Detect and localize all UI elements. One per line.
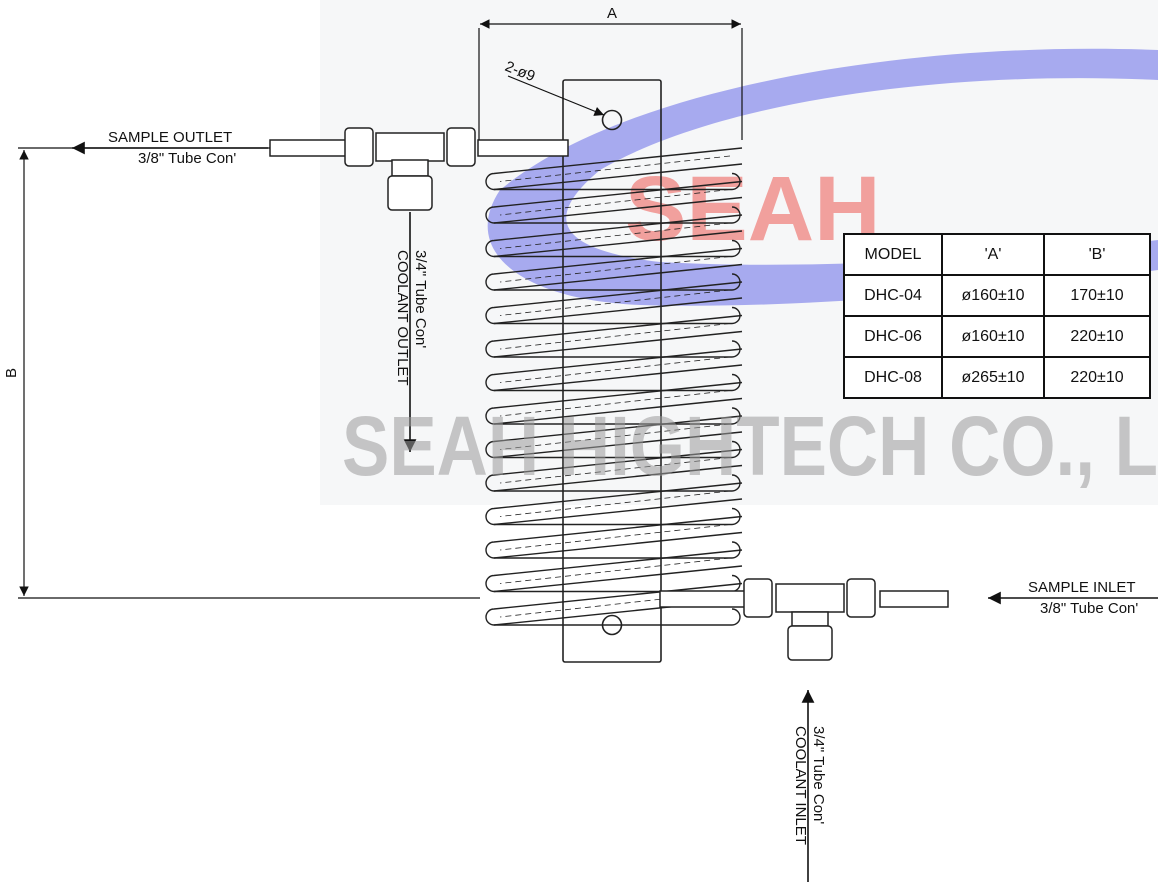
sample-outlet-name: SAMPLE OUTLET	[108, 129, 232, 146]
spec-table-header: MODEL 'A' 'B'	[843, 233, 1151, 276]
coil-turn	[485, 281, 743, 325]
coil-bend	[731, 608, 741, 626]
coil-centerline	[499, 256, 731, 283]
coil-centerline	[499, 457, 731, 484]
dimension-b-label: B	[3, 368, 20, 378]
mounting-hole-top	[601, 109, 623, 131]
coil-centerline	[499, 289, 731, 316]
sample-inlet-size: 3/8" Tube Con'	[1040, 600, 1138, 617]
coil-turn-edge	[493, 297, 743, 325]
cell-a: ø160±10	[941, 274, 1045, 317]
coil-centerline	[499, 524, 731, 551]
coil-centerline	[499, 323, 731, 350]
cell-model: DHC-06	[843, 315, 943, 358]
coil-turn	[485, 314, 743, 358]
outlet-fitting	[269, 127, 569, 211]
table-row: DHC-08 ø265±10 220±10	[843, 356, 1151, 399]
coil-turn	[485, 180, 743, 224]
coil-turn	[485, 482, 743, 526]
coil-centerline	[499, 390, 731, 417]
coil-turn-edge	[493, 498, 743, 526]
dimension-a-label: A	[607, 5, 617, 22]
coil-turn-edge	[493, 196, 743, 224]
coil-turn	[485, 381, 743, 425]
coil-turn-edge	[493, 364, 743, 392]
coil-centerline	[499, 189, 731, 216]
cell-b: 220±10	[1043, 315, 1151, 358]
watermark-swoosh	[487, 48, 1158, 306]
coolant-outlet-name: COOLANT OUTLET	[394, 250, 411, 386]
mounting-plate	[562, 79, 662, 663]
table-row: DHC-06 ø160±10 220±10	[843, 315, 1151, 358]
coolant-inlet-name: COOLANT INLET	[792, 726, 809, 845]
coil-turn-edge	[493, 263, 743, 291]
coil-turn	[485, 214, 743, 258]
coolant-outlet-size: 3/4" Tube Con'	[412, 250, 429, 348]
coil	[485, 147, 743, 626]
coil-centerline	[499, 490, 731, 517]
cell-b: 170±10	[1043, 274, 1151, 317]
coil-turn	[485, 415, 743, 459]
coolant-inlet-size: 3/4" Tube Con'	[810, 726, 827, 824]
coil-centerline	[499, 423, 731, 450]
cell-a: ø160±10	[941, 315, 1045, 358]
coil-centerline	[499, 591, 731, 618]
coil-turn	[485, 147, 743, 191]
header-b: 'B'	[1043, 233, 1151, 276]
coil-turn	[485, 448, 743, 492]
cell-b: 220±10	[1043, 356, 1151, 399]
header-a: 'A'	[941, 233, 1045, 276]
coil-turn-edge	[493, 163, 743, 191]
dimension-a	[478, 19, 743, 140]
coil-turn-edge	[493, 464, 743, 492]
coil-centerline	[499, 356, 731, 383]
coil-centerline	[499, 222, 731, 249]
watermark-brand: SEAH	[625, 158, 881, 260]
coil-centerline	[499, 155, 731, 182]
cell-model: DHC-04	[843, 274, 943, 317]
coil-turn	[485, 348, 743, 392]
header-model: MODEL	[843, 233, 943, 276]
coil-turn	[485, 515, 743, 559]
coil-turn-edge	[493, 330, 743, 358]
table-row: DHC-04 ø160±10 170±10	[843, 274, 1151, 317]
coil-turn-edge	[493, 230, 743, 258]
coil-turn	[485, 247, 743, 291]
cell-model: DHC-08	[843, 356, 943, 399]
watermark-company: SEAH HIGHTECH CO., L	[342, 399, 1158, 493]
coil-turn-edge	[493, 431, 743, 459]
spec-table: MODEL 'A' 'B' DHC-04 ø160±10 170±10 DHC-…	[843, 233, 1151, 399]
coil-turn	[485, 582, 743, 626]
hole-leader	[507, 75, 605, 116]
coil-turn-edge	[493, 531, 743, 559]
inlet-fitting	[659, 578, 949, 661]
coil-turn-edge	[493, 565, 743, 593]
cell-a: ø265±10	[941, 356, 1045, 399]
coil-turn	[485, 549, 743, 593]
coil-centerline	[499, 557, 731, 584]
sample-outlet-size: 3/8" Tube Con'	[138, 150, 236, 167]
sample-inlet-name: SAMPLE INLET	[1028, 579, 1136, 596]
coil-turn-edge	[493, 397, 743, 425]
